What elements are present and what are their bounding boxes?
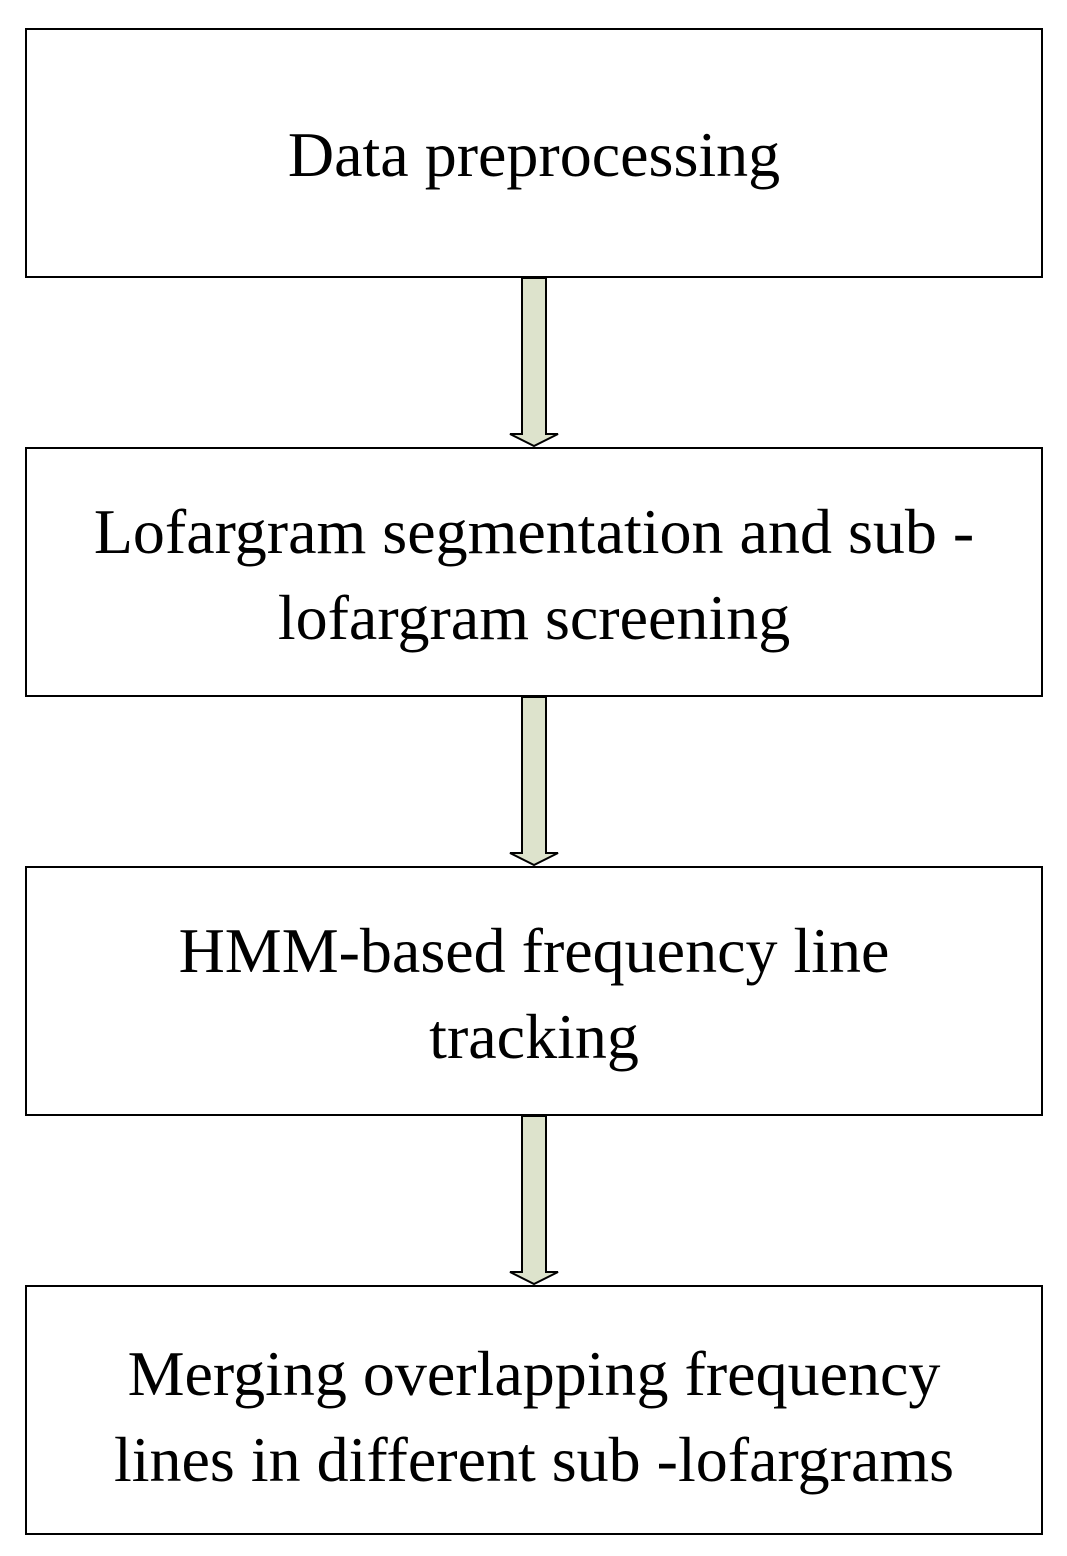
flow-arrow-down-icon <box>508 1116 560 1286</box>
step-box-hmm-tracking: HMM-based frequency line tracking <box>25 866 1043 1116</box>
step-box-merging-lines: Merging overlapping frequency lines in d… <box>25 1285 1043 1535</box>
step-label-line: HMM-based frequency line <box>178 915 890 986</box>
step-box-data-preprocessing: Data preprocessing <box>25 28 1043 278</box>
flow-arrow-down-icon <box>508 278 560 448</box>
step-label-line: Data preprocessing <box>287 119 781 190</box>
step-label-line: tracking <box>429 1001 639 1072</box>
step-label-line: lines in different sub -lofargrams <box>113 1424 955 1495</box>
flow-arrow-down-icon <box>508 697 560 867</box>
step-label-line: Merging overlapping frequency <box>127 1338 941 1409</box>
step-box-lofargram-segmentation: Lofargram segmentation and sub - lofargr… <box>25 447 1043 697</box>
step-label-line: Lofargram segmentation and sub - <box>93 496 975 567</box>
step-label-line: lofargram screening <box>277 582 791 653</box>
